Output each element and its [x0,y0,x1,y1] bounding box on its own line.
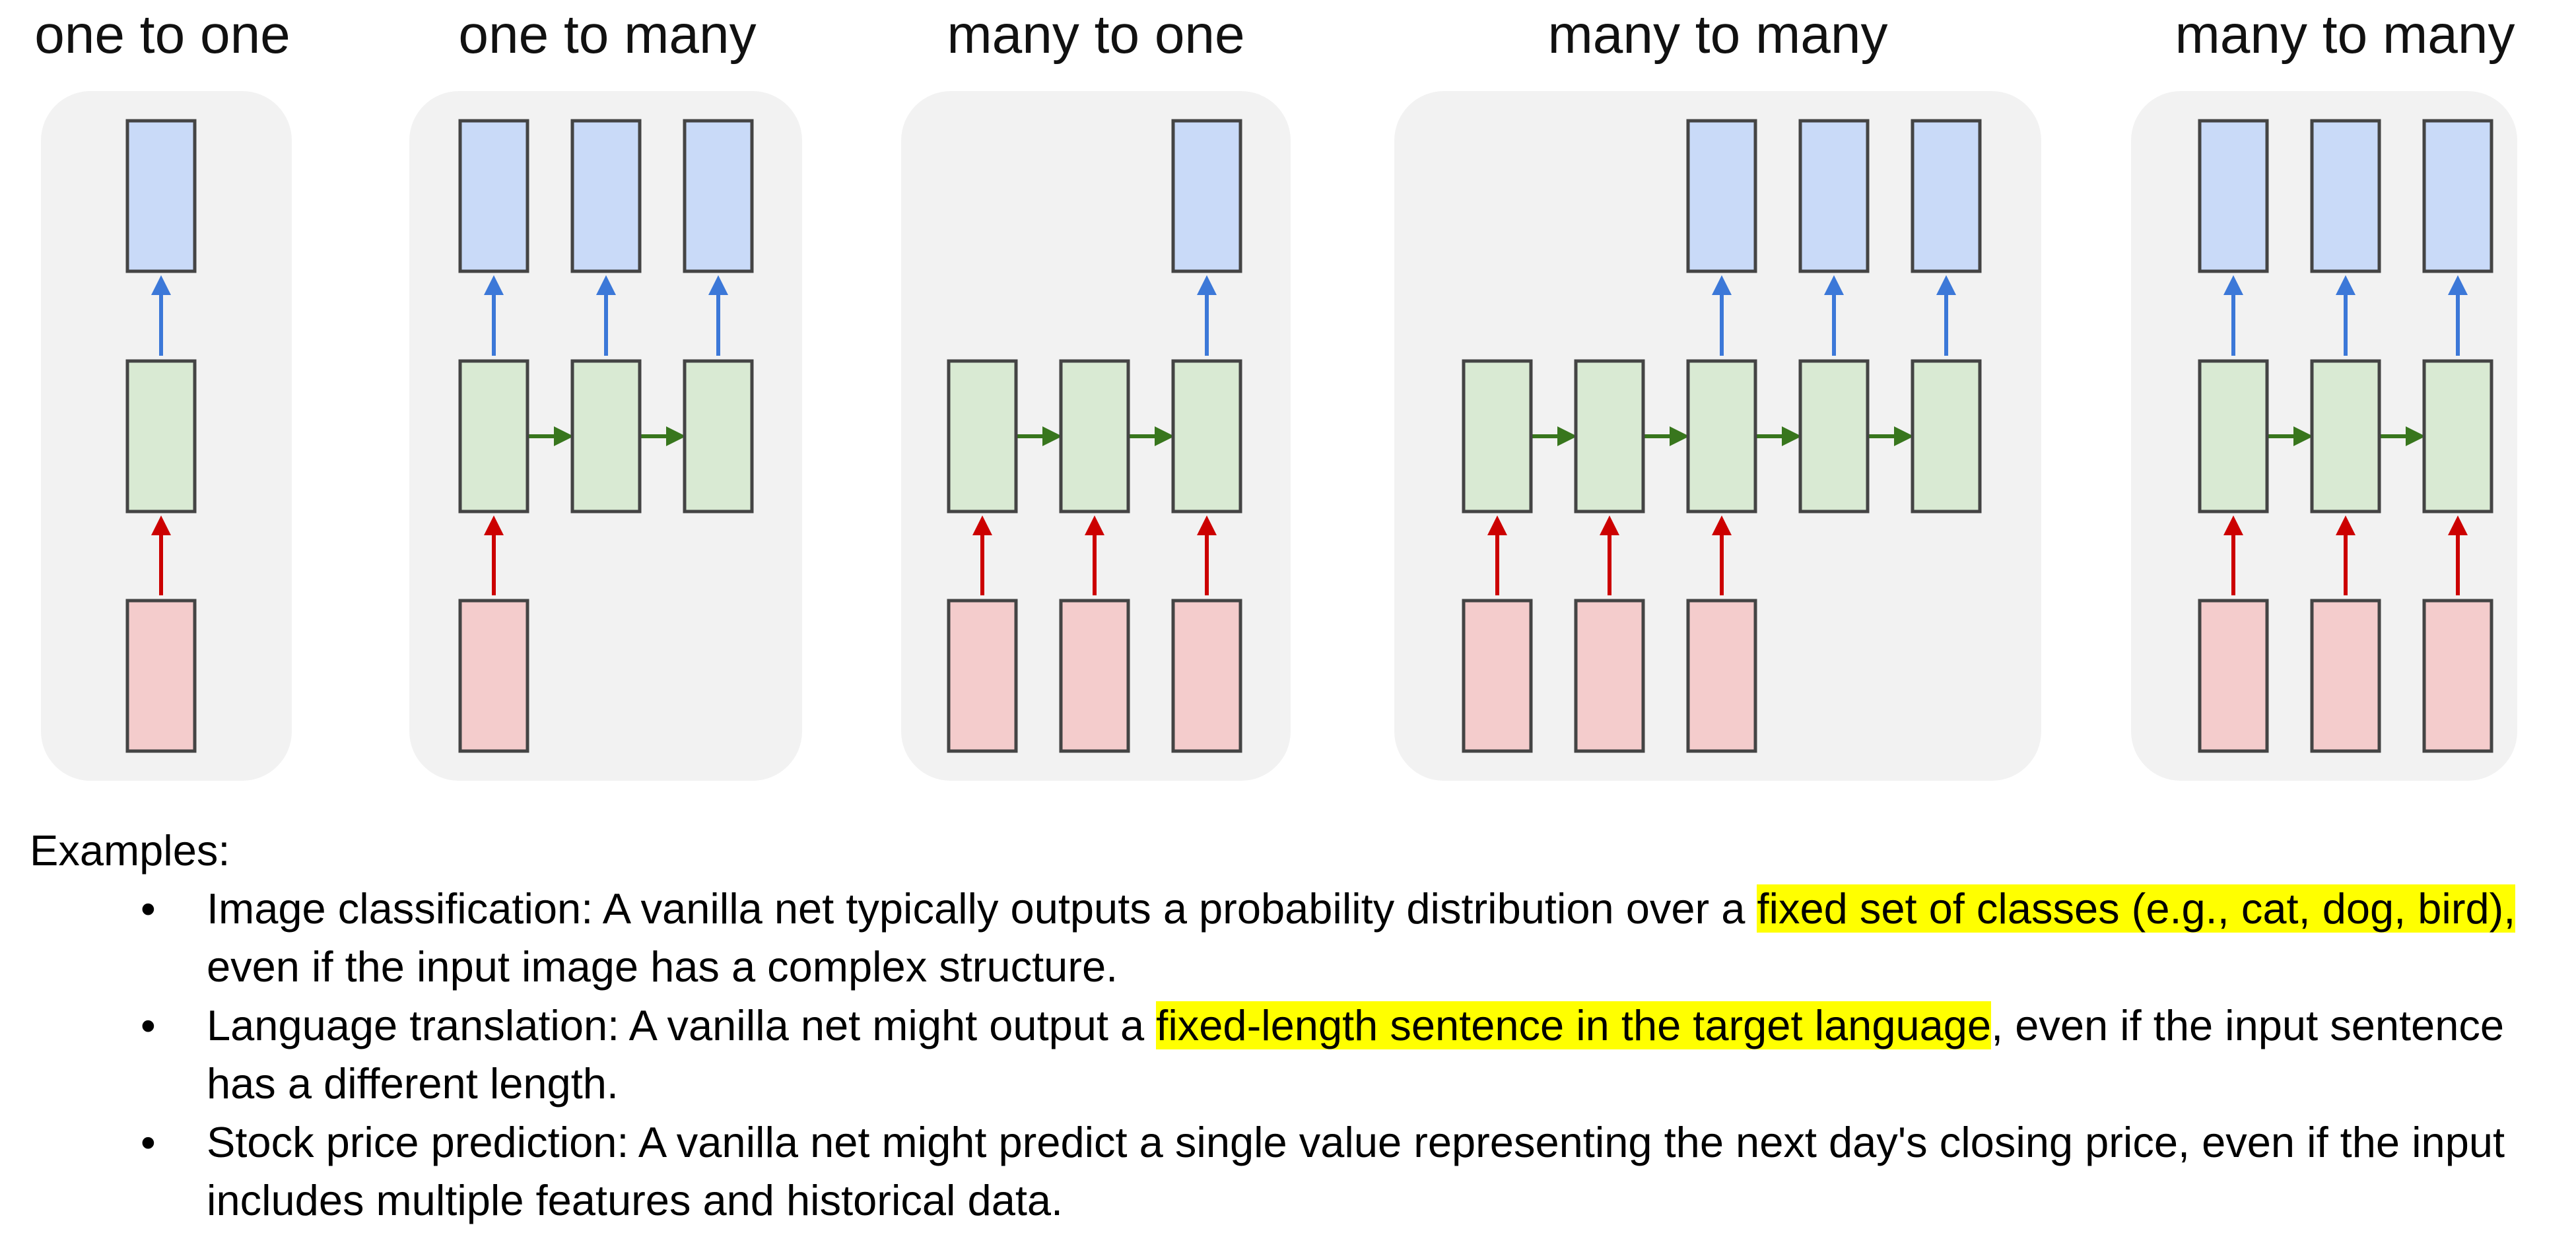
input-box [458,599,529,753]
input-box [2198,599,2269,753]
output-box [2422,119,2493,273]
examples-section: Examples: • Image classification: A vanil… [30,822,2552,1230]
hidden-state-box [1059,359,1130,513]
bullet-icon: • [141,1001,156,1049]
highlighted-text: fixed-length sentence in the target lang… [1156,1001,1992,1049]
hidden-state-box [1686,359,1757,513]
example-text: Image classification: A vanilla net typi… [207,884,1757,933]
panel-title: many to many [2175,5,2515,65]
output-box [125,119,197,273]
panel-many-to-one: many to one [901,5,1291,781]
input-box [1462,599,1533,753]
output-box [2198,119,2269,273]
input-box [1574,599,1645,753]
panel-delayed-many-to-many: many to many [1394,5,2041,781]
examples-list: • Image classification: A vanilla net typ… [30,880,2552,1230]
hidden-state-box [2198,359,2269,513]
output-box [683,119,754,273]
input-box [947,599,1018,753]
input-box [1686,599,1757,753]
input-box [2422,599,2493,753]
panel-one-to-many: one to many [409,5,802,781]
example-text: , even if the input sentence has a diffe… [207,1001,2504,1107]
hidden-state-box [947,359,1018,513]
hidden-state-box [1798,359,1870,513]
output-box [570,119,642,273]
hidden-state-box [458,359,529,513]
output-box [1911,119,1982,273]
panel-title: one to many [458,5,756,65]
example-language-translation: • Language translation: A vanilla net mig… [30,997,2552,1113]
bullet-icon: • [141,1118,156,1166]
rnn-architectures-diagram: one to one one to many many to one many to … [34,5,2517,781]
panel-title: one to one [34,5,290,65]
hidden-state-box [1911,359,1982,513]
hidden-state-box [683,359,754,513]
input-box [125,599,197,753]
hidden-state-box [125,359,197,513]
input-box [1171,599,1242,753]
example-text: Language translation: A vanilla net migh… [207,1001,1157,1049]
output-box [1686,119,1757,273]
output-box [2310,119,2381,273]
example-image-classification: • Image classification: A vanilla net typ… [30,880,2552,996]
panel-synced-many-to-many: many to many [2131,5,2517,781]
hidden-state-box [2422,359,2493,513]
hidden-state-box [1574,359,1645,513]
examples-heading: Examples: [30,826,230,875]
hidden-state-box [1171,359,1242,513]
panel-one-to-one: one to one [34,5,292,781]
hidden-state-box [570,359,642,513]
example-stock-price-prediction: • Stock price prediction: A vanilla net m… [30,1113,2552,1230]
input-box [2310,599,2381,753]
input-box [1059,599,1130,753]
panel-title: many to one [947,5,1244,65]
output-box [1798,119,1870,273]
example-text: even if the input image has a complex st… [207,942,1118,991]
example-text: Stock price prediction: A vanilla net mi… [207,1118,2505,1224]
panel-title: many to many [1548,5,1888,65]
output-box [1171,119,1242,273]
bullet-icon: • [141,884,156,933]
hidden-state-box [1462,359,1533,513]
output-box [458,119,529,273]
hidden-state-box [2310,359,2381,513]
highlighted-text: fixed set of classes (e.g., cat, dog, bi… [1757,884,2516,933]
